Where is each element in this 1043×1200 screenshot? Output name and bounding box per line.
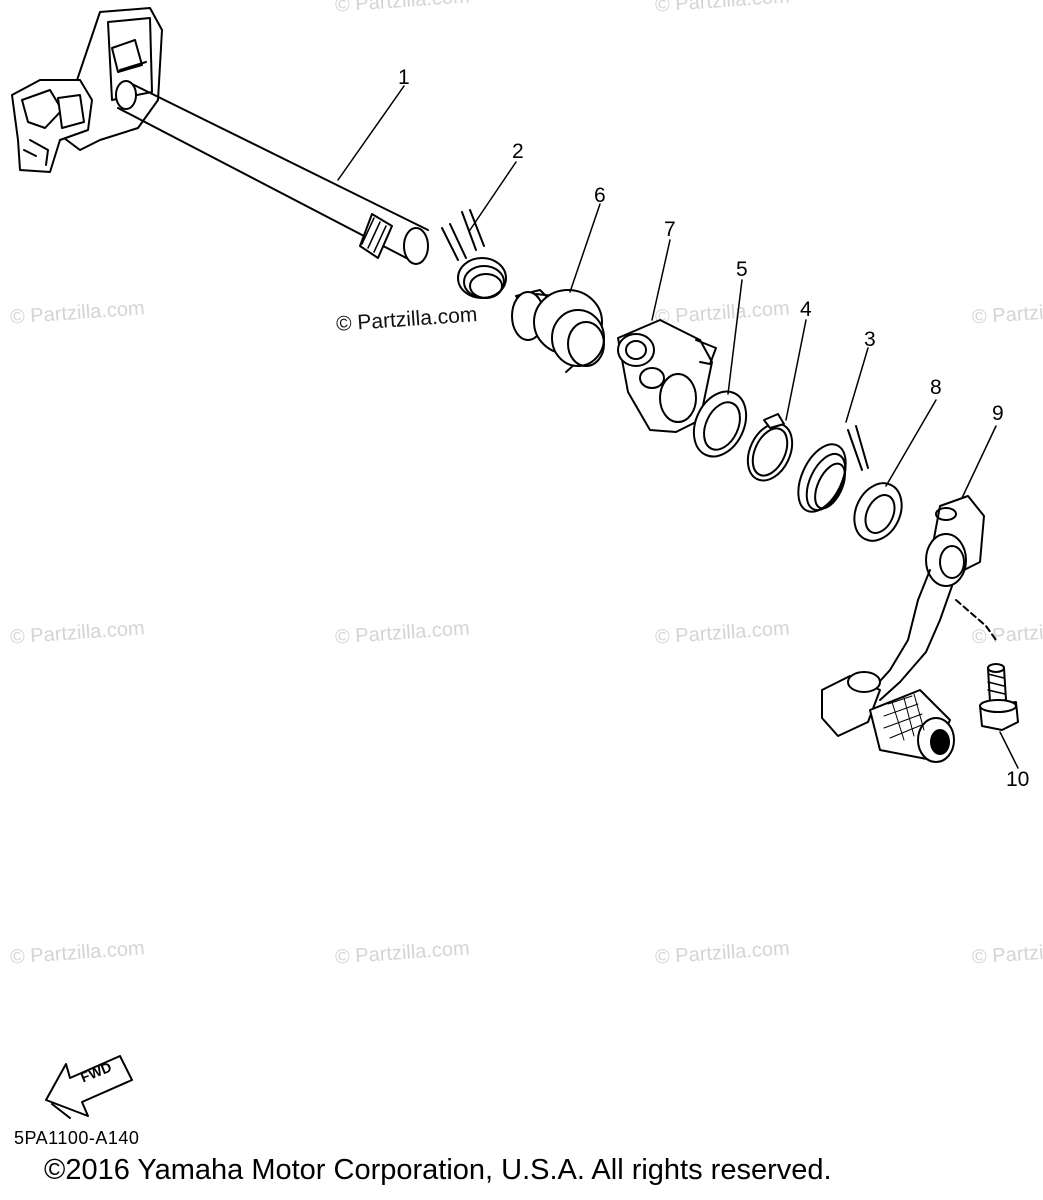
part-4-circlip[interactable] [739,413,801,488]
part-10-bolt[interactable] [979,663,1019,731]
fwd-arrow-icon [45,1055,133,1119]
diagram-code: 5PA1100-A140 [14,1128,140,1148]
part-5-washer[interactable] [684,383,756,465]
leader-lines [337,85,1019,769]
part-2-spring[interactable] [441,209,507,299]
callout-2: 2 [512,140,524,163]
callout-9: 9 [992,402,1004,425]
part-6-collar[interactable] [511,289,605,373]
callout-6: 6 [594,184,606,207]
copyright-notice: ©2016 Yamaha Motor Corporation, U.S.A. A… [44,1154,832,1186]
callout-10: 10 [1006,768,1030,791]
callout-1: 1 [398,66,410,89]
part-1-shift-shaft[interactable] [11,7,429,265]
part-3-torsion-spring[interactable] [789,425,869,519]
callout-7: 7 [664,218,676,241]
part-8-washer[interactable] [845,476,910,549]
callout-5: 5 [736,258,748,281]
callout-8: 8 [930,376,942,399]
part-9-shift-pedal[interactable] [821,495,997,763]
callout-3: 3 [864,328,876,351]
callout-4: 4 [800,298,812,321]
part-7-stopper-lever[interactable] [617,319,717,433]
